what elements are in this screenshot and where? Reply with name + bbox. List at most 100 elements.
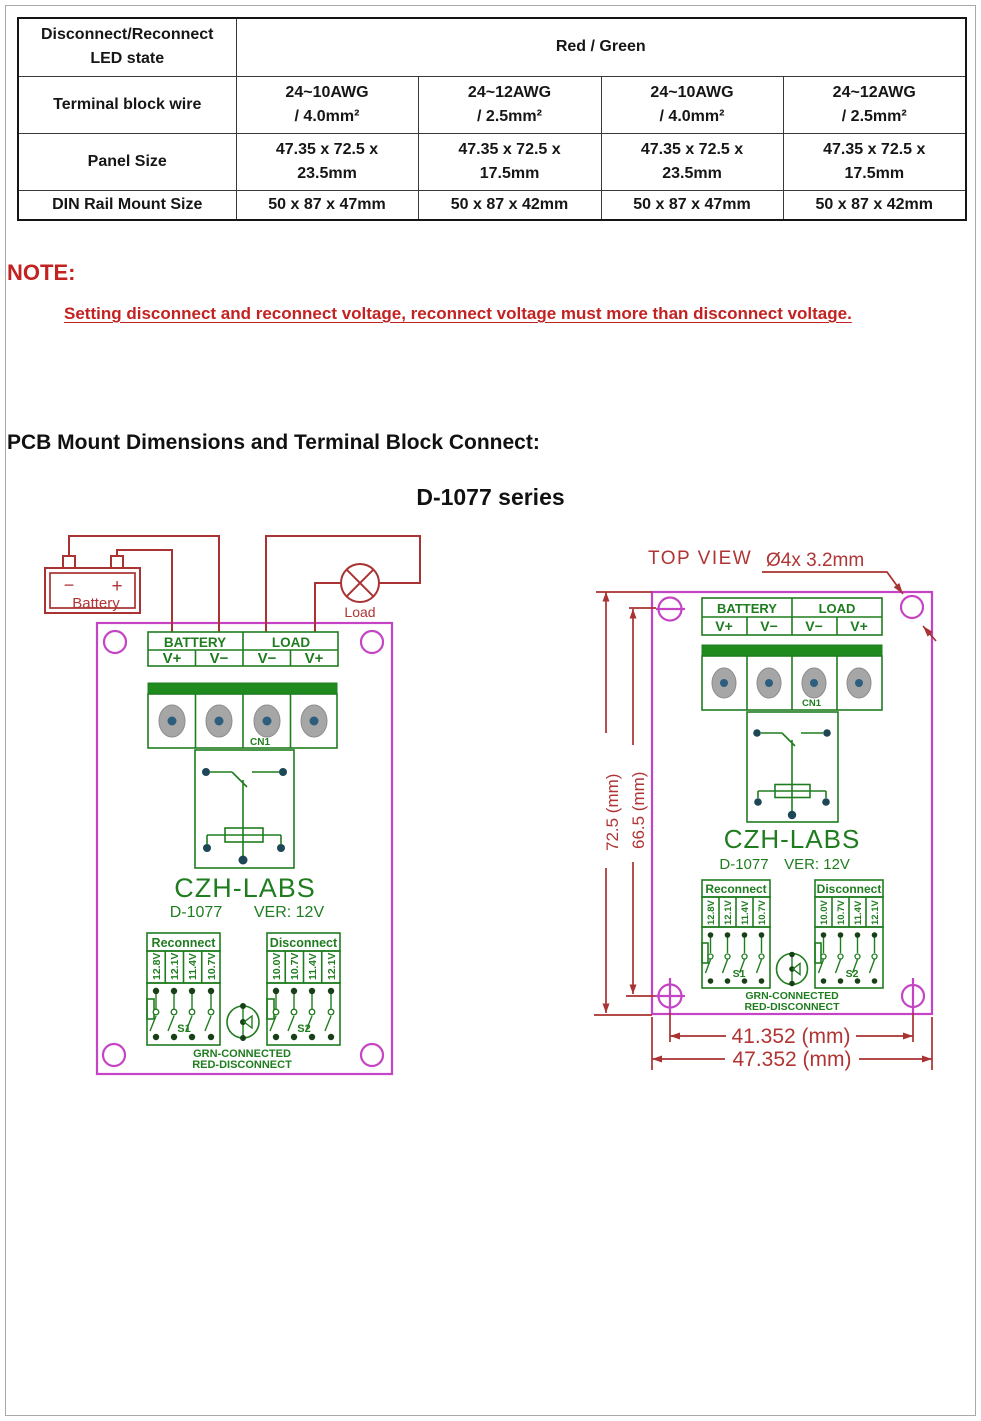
load-group-label: LOAD xyxy=(819,601,856,616)
image-border xyxy=(5,5,976,1416)
section-heading: PCB Mount Dimensions and Terminal Block … xyxy=(7,431,540,454)
voltage-label: 10.0V xyxy=(271,953,283,980)
model-label: D-1077 xyxy=(170,904,223,921)
din-cell: 50 x 87 x 47mm xyxy=(600,189,784,221)
voltage-label: 11.4V xyxy=(740,900,751,925)
mount-hole-icon xyxy=(101,1042,127,1068)
voltage-label: 12.1V xyxy=(326,953,338,980)
voltage-label: 11.4V xyxy=(853,900,864,925)
load-lamp-icon xyxy=(340,563,380,603)
arrow-icon xyxy=(923,626,933,637)
connector-label: CN1 xyxy=(802,698,822,709)
led-icon xyxy=(775,951,809,987)
dim-inner-height: 66.5 (mm) xyxy=(629,772,648,849)
din-cell: 50 x 87 x 42mm xyxy=(782,189,967,221)
switch-s2-label: S2 xyxy=(297,1023,310,1035)
led-state-value: Red / Green xyxy=(235,17,967,77)
silkscreen: BATTERY LOAD V+ V− V− V+ CN1 xyxy=(146,631,341,1071)
left-pcb-diagram: − + Battery Load BATTERY LOAD V+ V− V− V… xyxy=(44,535,421,1076)
series-heading: D-1077 series xyxy=(416,484,565,510)
reconnect-selector: Reconnect 12.8V 12.1V 11.4V 10.7V S1 xyxy=(701,879,771,989)
spec-row-led-state: Disconnect/Reconnect LED state Red / Gre… xyxy=(17,17,967,77)
load-group-label: LOAD xyxy=(272,635,310,650)
pin-label: V− xyxy=(210,650,229,667)
wire xyxy=(68,535,421,632)
model-label: D-1077 xyxy=(719,856,768,873)
led-legend-red: RED-DISCONNECT xyxy=(744,1001,840,1013)
voltage-label: 12.1V xyxy=(870,900,881,925)
terminal-screws xyxy=(158,704,328,738)
relay-symbol xyxy=(746,711,839,823)
terminal-block-bar xyxy=(701,644,883,657)
battery-terminal-icon xyxy=(62,555,76,569)
silkscreen: BATTERY LOAD V+ V− V− V+ CN1 xyxy=(701,597,884,1013)
mount-hole-icon xyxy=(899,594,925,620)
voltage-label: 12.8V xyxy=(706,900,717,925)
connector-label: CN1 xyxy=(250,737,270,748)
spec-row-panel: Panel Size 47.35 x 72.5 x 23.5mm 47.35 x… xyxy=(17,132,967,191)
pin-label: V+ xyxy=(163,650,182,667)
battery-terminal-icon xyxy=(110,555,124,569)
battery-icon xyxy=(44,567,141,614)
spec-table: Disconnect/Reconnect LED state Red / Gre… xyxy=(17,17,967,221)
row-header-din: DIN Rail Mount Size xyxy=(17,189,237,221)
disconnect-selector: Disconnect 10.0V 10.7V 11.4V 12.1V S2 xyxy=(814,879,884,989)
load-label: Load xyxy=(344,604,375,620)
dimension-annotations: TOP VIEW Ø4x 3.2mm 72.5 (mm) 66.5 (mm) 4… xyxy=(594,548,937,1071)
pin-label: V+ xyxy=(305,650,324,667)
row-header-wire: Terminal block wire xyxy=(17,75,237,134)
switch-s1-label: S1 xyxy=(733,968,746,980)
row-header-panel: Panel Size xyxy=(17,132,237,191)
pin-label: V+ xyxy=(850,618,868,634)
voltage-label: 12.1V xyxy=(723,900,734,925)
pin-label: V− xyxy=(258,650,277,667)
wire-cell: 24~10AWG / 4.0mm² xyxy=(235,75,419,134)
battery-group-label: BATTERY xyxy=(164,635,226,650)
battery-label: Battery xyxy=(72,595,120,612)
voltage-label: 11.4V xyxy=(187,953,199,980)
note-text: Setting disconnect and reconnect voltage… xyxy=(64,304,852,323)
dim-outer-height: 72.5 (mm) xyxy=(603,774,622,851)
voltage-label: 10.7V xyxy=(206,953,218,980)
relay-symbol xyxy=(194,749,295,869)
wire-cell: 24~10AWG / 4.0mm² xyxy=(600,75,784,134)
brand-label: CZH-LABS xyxy=(724,824,861,854)
disconnect-selector: Disconnect 10.0V 10.7V 11.4V 12.1V S2 xyxy=(266,932,341,1046)
panel-cell: 47.35 x 72.5 x 23.5mm xyxy=(600,132,784,191)
hole-size-label: Ø4x 3.2mm xyxy=(766,550,864,571)
version-label: VER: 12V xyxy=(254,904,325,921)
panel-cell: 47.35 x 72.5 x 17.5mm xyxy=(782,132,967,191)
led-legend-green: GRN-CONNECTED xyxy=(745,990,839,1002)
spec-row-din: DIN Rail Mount Size 50 x 87 x 47mm 50 x … xyxy=(17,189,967,221)
pcb-board-outline xyxy=(95,621,394,1076)
mount-hole-icon xyxy=(359,1042,385,1068)
battery-group-label: BATTERY xyxy=(717,601,777,616)
panel-cell: 47.35 x 72.5 x 17.5mm xyxy=(417,132,602,191)
pin-label: V− xyxy=(760,618,778,634)
arrow-icon xyxy=(893,583,903,594)
brand-label: CZH-LABS xyxy=(174,873,316,903)
disconnect-label: Disconnect xyxy=(270,936,338,950)
voltage-label: 10.0V xyxy=(819,900,830,925)
top-view-label: TOP VIEW xyxy=(648,548,752,569)
battery-minus-label: − xyxy=(64,575,75,595)
voltage-label: 10.7V xyxy=(757,900,768,925)
voltage-label: 11.4V xyxy=(307,953,319,980)
spec-row-wire: Terminal block wire 24~10AWG / 4.0mm² 24… xyxy=(17,75,967,134)
voltage-label: 12.8V xyxy=(151,953,163,980)
battery-inner-border xyxy=(49,572,136,609)
reconnect-selector: Reconnect 12.8V 12.1V 11.4V 10.7V S1 xyxy=(146,932,221,1046)
dim-outer-width: 47.352 (mm) xyxy=(732,1048,851,1071)
voltage-label: 10.7V xyxy=(836,900,847,925)
right-pcb-diagram: TOP VIEW Ø4x 3.2mm 72.5 (mm) 66.5 (mm) 4… xyxy=(594,548,937,1071)
terminal-screws xyxy=(711,667,872,699)
din-cell: 50 x 87 x 42mm xyxy=(417,189,602,221)
wire-cell: 24~12AWG / 2.5mm² xyxy=(782,75,967,134)
battery-plus-label: + xyxy=(111,576,122,597)
mount-hole-icon xyxy=(102,629,128,655)
switch-s2-label: S2 xyxy=(846,968,859,980)
mount-hole-icon xyxy=(359,629,385,655)
pin-label: V− xyxy=(805,618,823,634)
terminal-block-bar xyxy=(147,682,338,695)
